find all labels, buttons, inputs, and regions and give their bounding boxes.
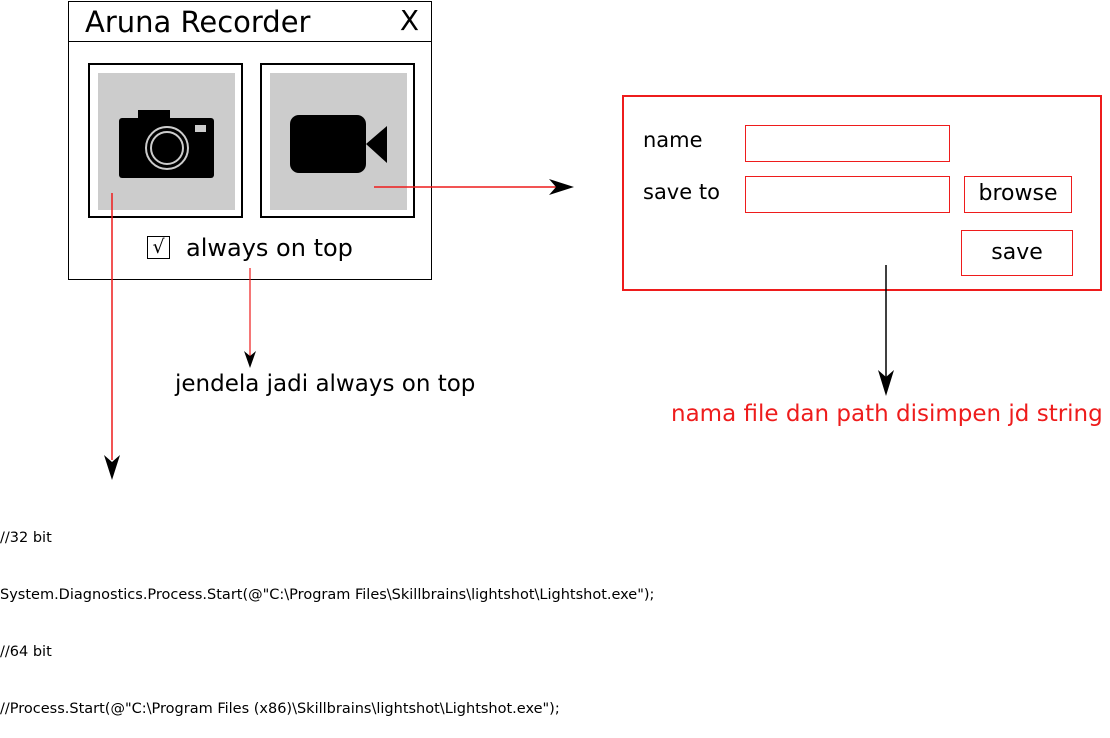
save-to-input[interactable] xyxy=(745,176,950,213)
screenshot-button[interactable] xyxy=(88,63,243,218)
recorder-window: Aruna Recorder X √ always on top xyxy=(68,1,432,280)
save-to-label: save to xyxy=(643,180,720,204)
name-label: name xyxy=(643,128,703,152)
always-on-top-note: jendela jadi always on top xyxy=(175,371,476,397)
code-line: //32 bit xyxy=(0,530,52,546)
record-video-button[interactable] xyxy=(260,63,415,218)
video-camera-icon xyxy=(290,115,387,173)
code-snippet: //32 bit System.Diagnostics.Process.Star… xyxy=(0,491,654,738)
code-line: System.Diagnostics.Process.Start(@"C:\Pr… xyxy=(0,587,655,603)
save-button[interactable]: save xyxy=(961,230,1073,276)
screenshot-tile-background xyxy=(98,73,235,210)
checkbox-to-note-arrowhead xyxy=(244,351,256,368)
browse-button[interactable]: browse xyxy=(964,176,1072,213)
video-tile-background xyxy=(270,73,407,210)
always-on-top-checkbox[interactable]: √ xyxy=(147,236,170,259)
save-form: name save to browse save xyxy=(622,95,1102,291)
save-form-note: nama file dan path disimpen jd string xyxy=(671,401,1103,427)
window-title: Aruna Recorder xyxy=(85,5,311,39)
code-line: //64 bit xyxy=(0,644,52,660)
always-on-top-label: always on top xyxy=(186,234,353,262)
camera-to-code-arrowhead xyxy=(104,455,120,480)
name-input[interactable] xyxy=(745,125,950,162)
title-bar: Aruna Recorder X xyxy=(69,2,431,42)
video-to-form-arrowhead xyxy=(549,179,574,195)
form-to-note-arrowhead xyxy=(878,370,894,396)
camera-icon xyxy=(119,110,214,178)
code-line: //Process.Start(@"C:\Program Files (x86)… xyxy=(0,701,560,717)
close-button[interactable]: X xyxy=(399,4,419,37)
